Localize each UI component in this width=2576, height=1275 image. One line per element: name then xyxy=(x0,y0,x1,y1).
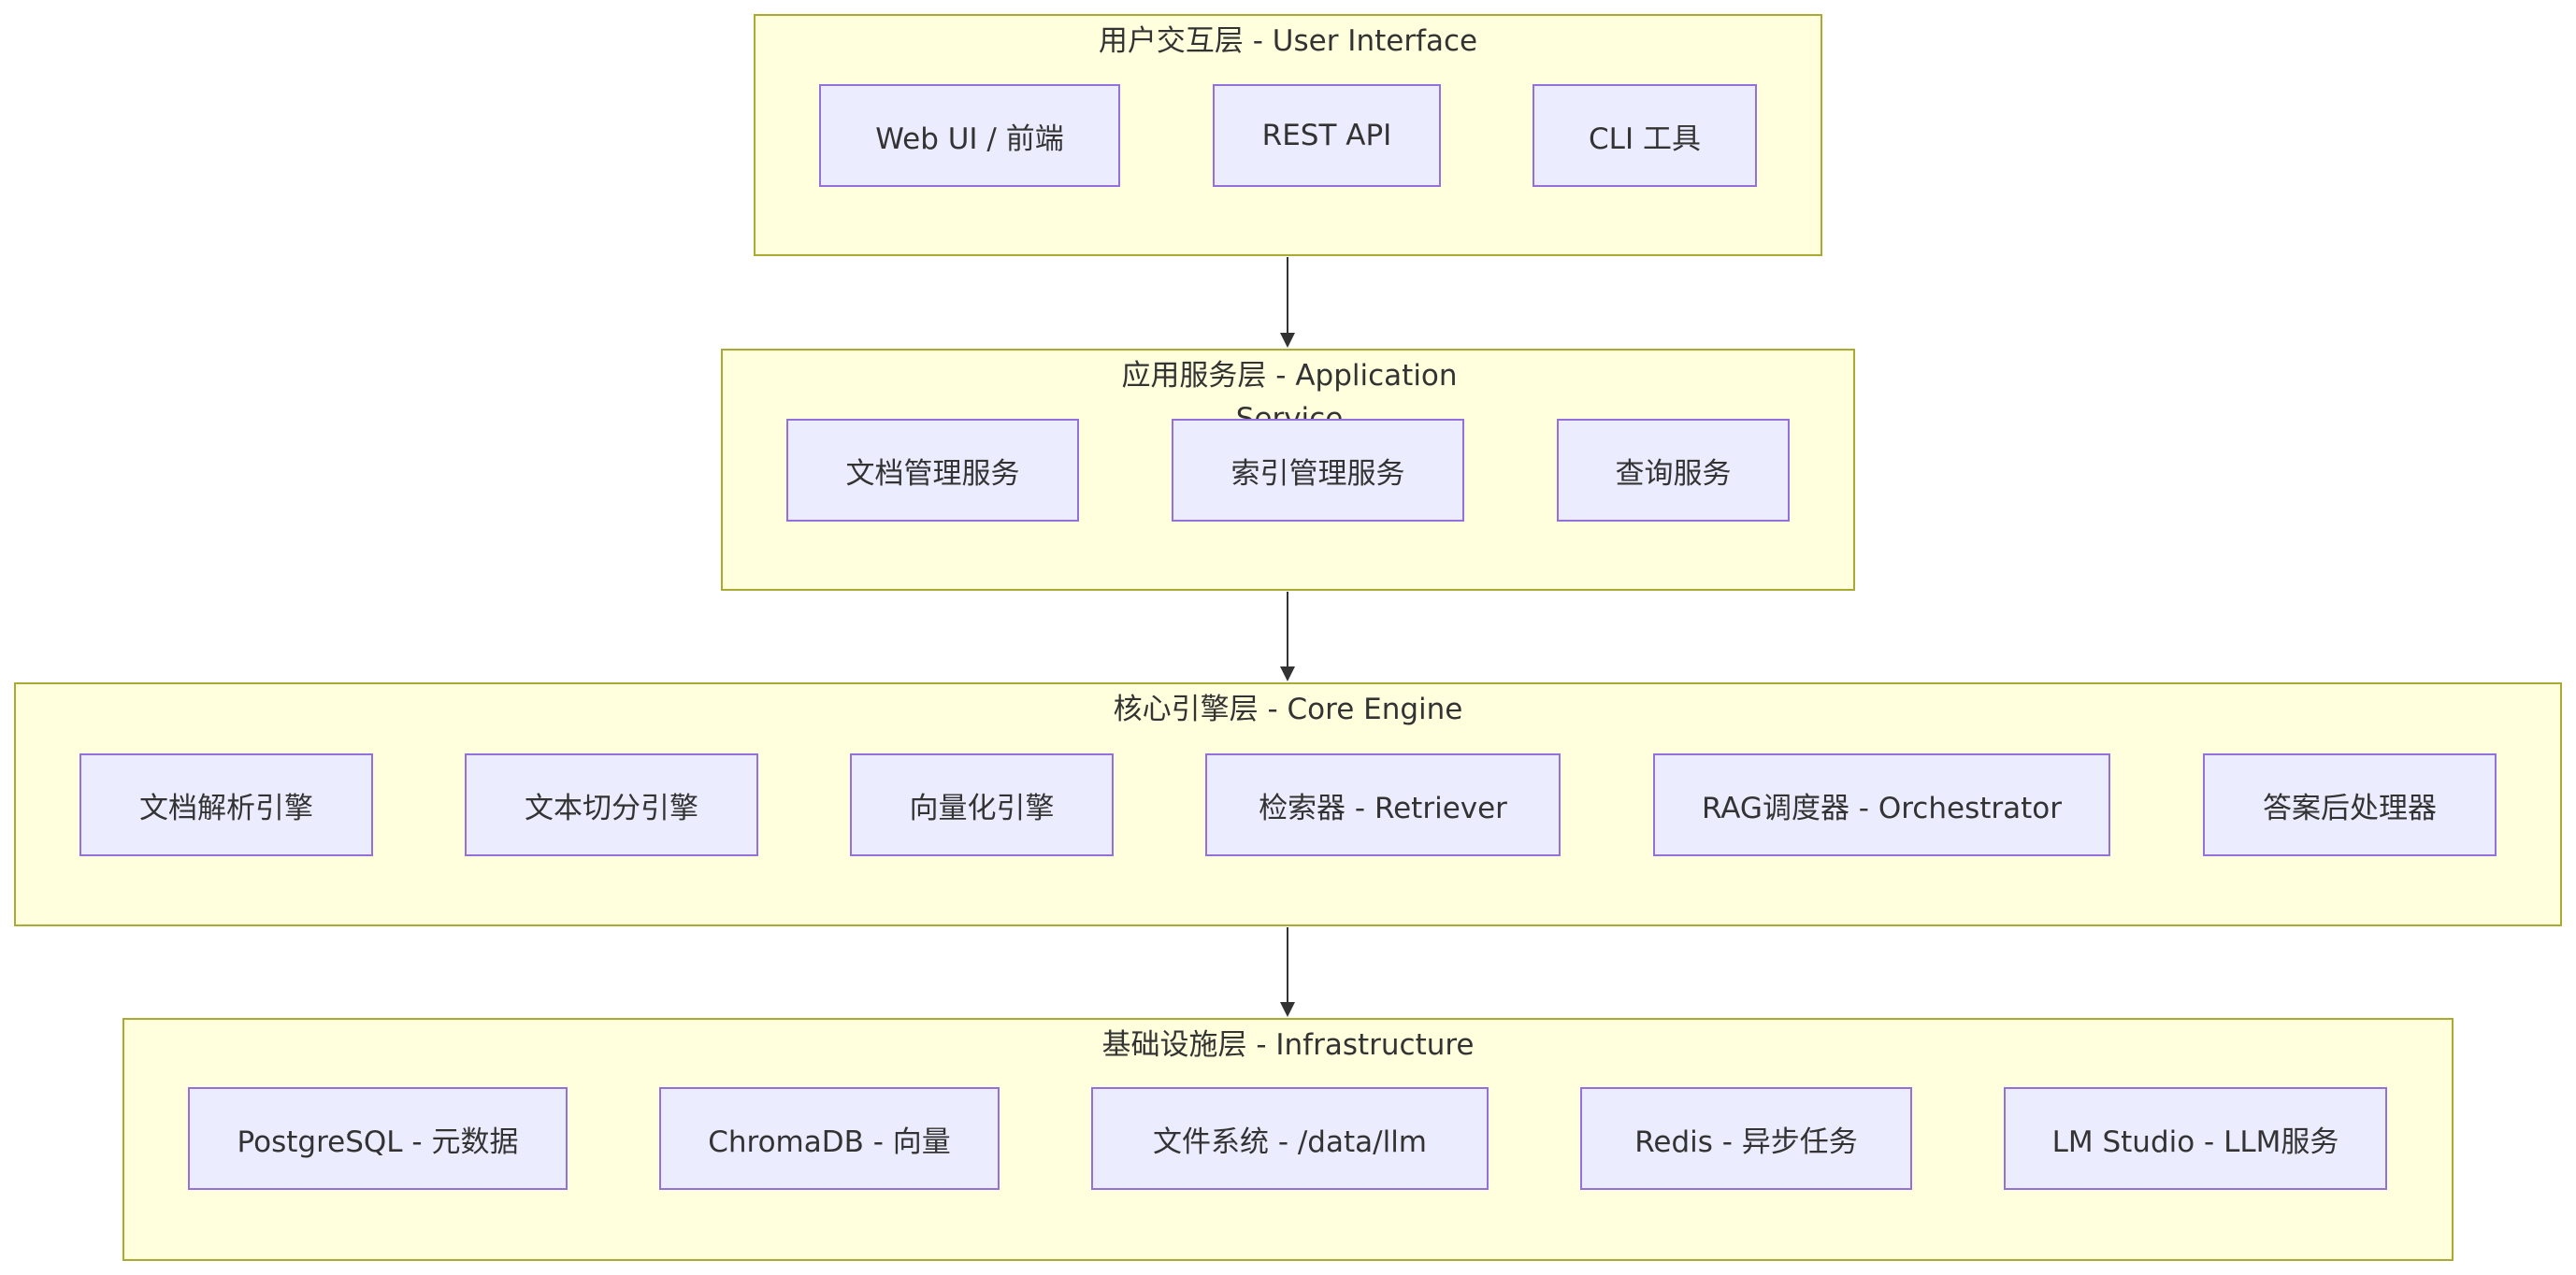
layer-title-infrastructure: 基础设施层 - Infrastructure xyxy=(1101,1028,1475,1062)
node-rest-api: REST API xyxy=(1213,84,1441,187)
node-vectorization-engine: 向量化引擎 xyxy=(850,753,1114,856)
node-document-management-service: 文档管理服务 xyxy=(786,419,1079,522)
node-answer-post-processor: 答案后处理器 xyxy=(2203,753,2497,856)
node-rag-orchestrator: RAG调度器 - Orchestrator xyxy=(1653,753,2110,856)
node-query-service: 查询服务 xyxy=(1557,419,1790,522)
node-lm-studio-llm-service: LM Studio - LLM服务 xyxy=(2004,1087,2387,1190)
node-document-parsing-engine: 文档解析引擎 xyxy=(79,753,373,856)
node-file-system: 文件系统 - /data/llm xyxy=(1091,1087,1489,1190)
node-chromadb-vectors: ChromaDB - 向量 xyxy=(659,1087,1000,1190)
node-cli-tool: CLI 工具 xyxy=(1533,84,1757,187)
arrow-core-to-infra xyxy=(1280,927,1295,1017)
node-retriever: 检索器 - Retriever xyxy=(1205,753,1561,856)
layer-core-engine: 核心引擎层 - Core Engine xyxy=(14,682,2562,926)
arrow-ui-to-app xyxy=(1280,257,1295,348)
node-web-ui: Web UI / 前端 xyxy=(819,84,1120,187)
node-text-splitting-engine: 文本切分引擎 xyxy=(465,753,758,856)
layer-title-core-engine: 核心引擎层 - Core Engine xyxy=(1113,693,1463,726)
arrow-app-to-core xyxy=(1280,592,1295,681)
layer-title-user-interface: 用户交互层 - User Interface xyxy=(1098,24,1478,58)
node-redis-async-tasks: Redis - 异步任务 xyxy=(1580,1087,1912,1190)
node-postgresql-metadata: PostgreSQL - 元数据 xyxy=(188,1087,568,1190)
node-index-management-service: 索引管理服务 xyxy=(1172,419,1464,522)
